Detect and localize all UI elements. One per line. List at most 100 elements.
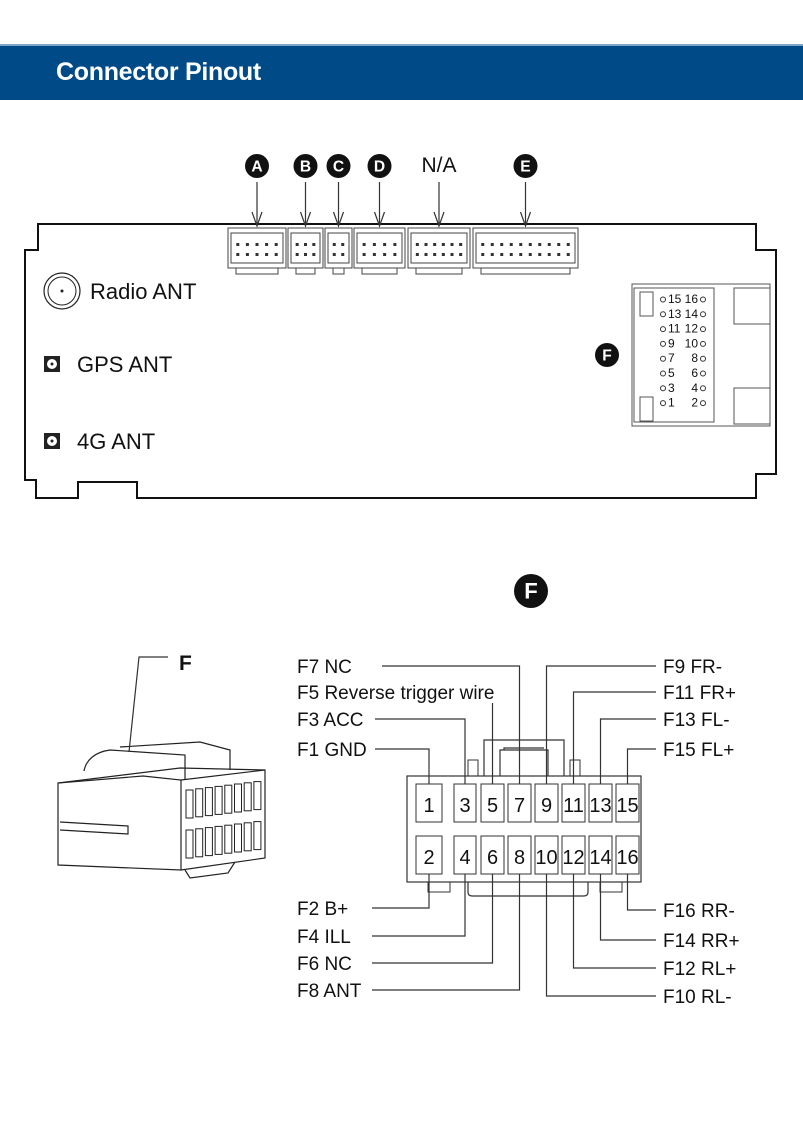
connector-pin (332, 253, 336, 256)
connector-pin (274, 243, 278, 246)
plug-cavity (185, 829, 194, 859)
connector-c: C (324, 154, 353, 275)
f-socket-housing (633, 287, 715, 423)
connector-pin (255, 253, 259, 256)
pin-label-right-bottom: F10 RL- (663, 987, 732, 1008)
plug-cavity (204, 827, 213, 857)
connector-pin (450, 253, 454, 256)
leader-line (572, 691, 656, 784)
plug-f-pointer (128, 656, 168, 753)
f-socket-pin-label: 15 (668, 292, 682, 306)
connector-pin (538, 253, 542, 256)
pin-number: 14 (589, 847, 611, 869)
f-badge-unit: F (595, 343, 619, 367)
plug-f-label: F (179, 652, 192, 675)
plug-top-rounded (83, 749, 186, 780)
connector-housing (472, 227, 579, 269)
connector-pin (236, 243, 240, 246)
connector-pin (509, 253, 513, 256)
connector-pin (372, 253, 376, 256)
pin-label-left-top: F5 Reverse trigger wire (297, 683, 494, 704)
pin-cell (415, 783, 443, 823)
pin-cell (415, 835, 443, 875)
connector-pin (490, 253, 494, 256)
pin-number: 5 (487, 795, 498, 817)
plug-cavity (224, 784, 233, 814)
connector-pin (393, 253, 397, 256)
connector-pin (519, 243, 523, 246)
radio-ant-port-outer (43, 272, 81, 310)
connector-pin (557, 253, 561, 256)
connector-arrowhead (433, 211, 445, 228)
connector-arrowhead (251, 211, 263, 228)
connector-d: D (353, 154, 406, 275)
connector-badge-b-letter: B (300, 158, 311, 175)
pin-block-bottom-ridge (467, 882, 589, 897)
f-socket-pin-label: 12 (685, 322, 699, 336)
f-socket-pin-label: 3 (668, 381, 675, 395)
leader-line (626, 748, 656, 784)
pin-number: 13 (589, 795, 611, 817)
leader-line (545, 665, 656, 784)
f-socket-pin (660, 296, 666, 303)
pin-label-right-top: F9 FR- (663, 657, 722, 678)
connector-housing (227, 227, 287, 269)
plug-cavity (185, 789, 194, 819)
plug-top-edge (57, 767, 266, 784)
connector-pin (245, 243, 249, 246)
connector-inner (230, 232, 284, 264)
radio-ant-port-pin (60, 289, 64, 293)
connector-pin (566, 243, 570, 246)
connector-housing (324, 227, 353, 269)
connector-badge-d-letter: D (374, 158, 385, 175)
f-socket-pin-label: 2 (691, 396, 698, 410)
plug-bottom-tab (184, 861, 236, 879)
connector-pin (481, 253, 485, 256)
connector-pin (441, 253, 445, 256)
f-socket-key-bottom (639, 396, 654, 422)
leader-line (372, 874, 430, 909)
leader-line (599, 718, 656, 784)
connector-a: A (227, 154, 287, 275)
pin-block-feet (427, 882, 623, 893)
connector-pin (341, 243, 345, 246)
f-socket-pin-label: 1 (668, 396, 675, 410)
connector-pin (509, 243, 513, 246)
page-title: Connector Pinout (56, 58, 261, 86)
leader-line (382, 665, 521, 784)
connector-pin (332, 243, 336, 246)
pin-label-left-top: F1 GND (297, 740, 367, 761)
connector-pin (383, 253, 387, 256)
pin-number: 7 (514, 795, 525, 817)
f-badge-unit-letter: F (602, 347, 612, 364)
radio-ant-port-inner (47, 276, 77, 306)
f-socket-pin (700, 326, 706, 333)
f-socket-pin-label: 7 (668, 351, 675, 365)
f-socket-pin (660, 340, 666, 347)
pin-number: 4 (459, 847, 470, 869)
pin-label-right-top: F15 FL+ (663, 740, 734, 761)
plug-cavity (253, 781, 262, 811)
pin-number: 2 (423, 847, 434, 869)
antenna-port-pin (50, 439, 54, 443)
f-badge-unit-circle (595, 343, 619, 367)
leader-line (372, 874, 521, 991)
connector-inner (356, 232, 403, 264)
pin-number: 9 (541, 795, 552, 817)
pin-label-left-top: F3 ACC (297, 710, 364, 731)
connector-pin (538, 243, 542, 246)
plug-latch (119, 741, 231, 770)
f-socket-pin (660, 385, 666, 392)
f-socket-pin (660, 355, 666, 362)
pin-number: 3 (459, 795, 470, 817)
connector-housing (407, 227, 471, 269)
leader-line (572, 874, 656, 969)
f-socket-pin (700, 340, 706, 347)
f-socket-pin-label: 13 (668, 307, 682, 321)
pin-label-right-top: F13 FL- (663, 710, 730, 731)
pin-number: 6 (487, 847, 498, 869)
